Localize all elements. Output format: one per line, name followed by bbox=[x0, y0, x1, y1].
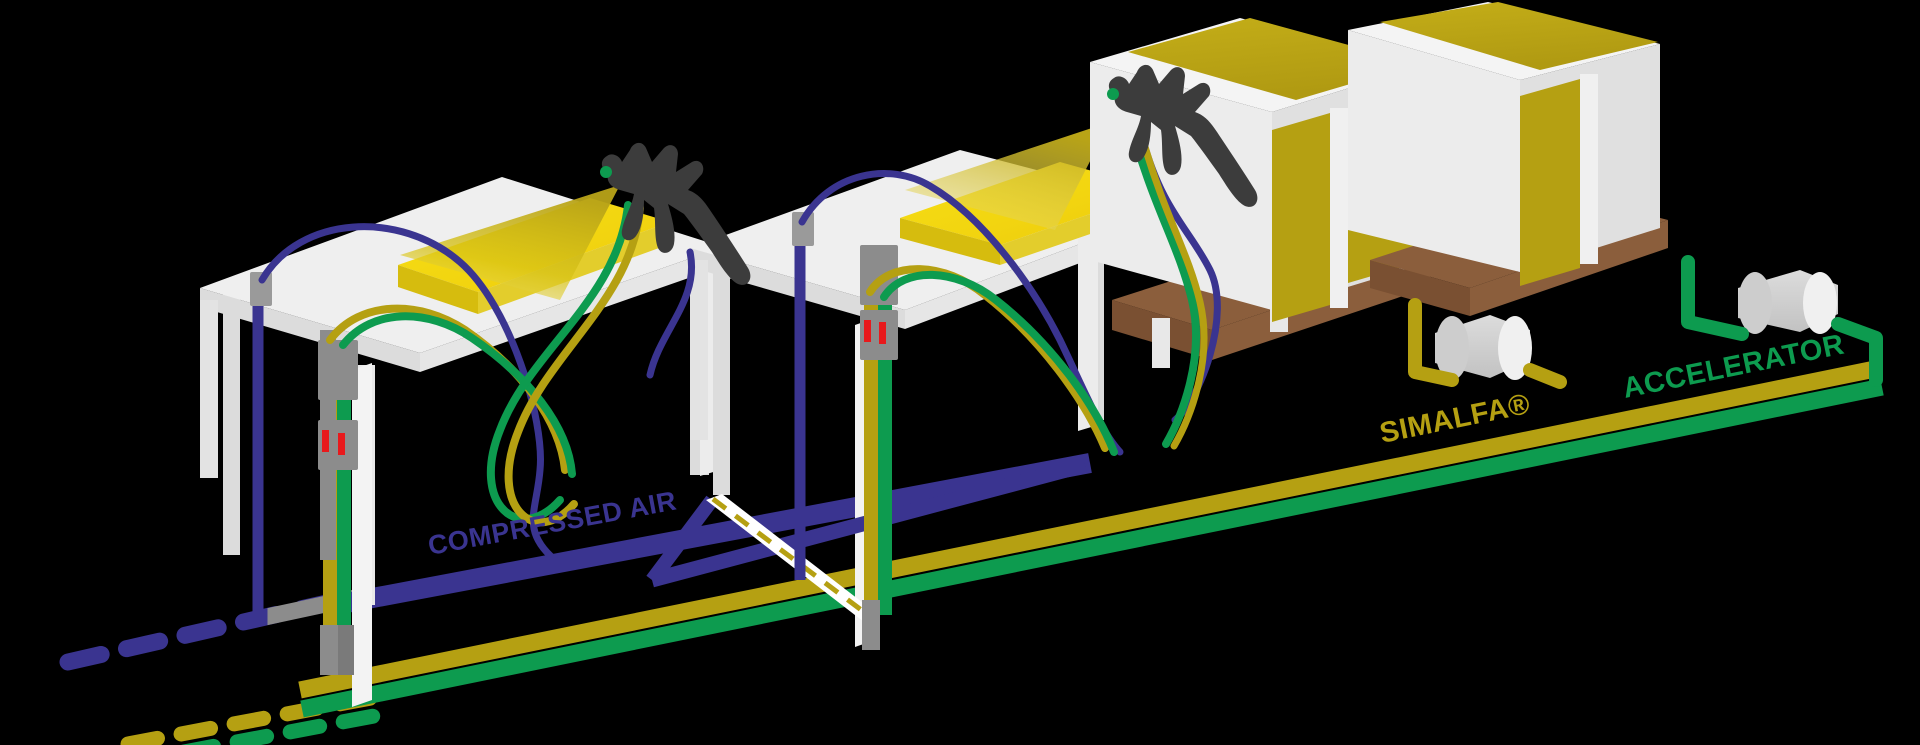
station-1-spray-fan bbox=[400, 185, 620, 300]
control2-simalfa-riser bbox=[864, 295, 878, 615]
station-2-hoses bbox=[798, 136, 1221, 456]
table1-leg-mid bbox=[200, 300, 218, 478]
control2-led-left bbox=[864, 320, 871, 342]
control1-led-right bbox=[338, 433, 345, 455]
control2-accelerator-riser bbox=[878, 295, 892, 615]
tote-2-container bbox=[1348, 2, 1660, 286]
simalfa-drum-pump bbox=[1408, 298, 1567, 389]
air-valve-2 bbox=[792, 212, 814, 246]
station-1-control-column bbox=[318, 330, 358, 675]
air-valve-1 bbox=[250, 272, 272, 306]
control1-accelerator-riser bbox=[337, 345, 351, 635]
table1-leg-back-left bbox=[223, 290, 240, 555]
station-1-air-riser bbox=[250, 272, 272, 625]
simalfa-trunk bbox=[298, 359, 1882, 699]
table2-leg-mid bbox=[690, 260, 708, 440]
control1-led-left bbox=[322, 430, 329, 452]
dashed-line-accelerator bbox=[180, 704, 403, 745]
station-2-spray-gun[interactable] bbox=[1107, 64, 1258, 207]
table1-leg-tall-front bbox=[352, 363, 372, 707]
station-2-air-riser bbox=[792, 212, 814, 580]
control2-led-right bbox=[879, 322, 886, 344]
table2-leg-back-left bbox=[713, 245, 730, 495]
accelerator-trunk bbox=[300, 378, 1884, 718]
transfer-ramp bbox=[706, 494, 880, 622]
station-1-hoses bbox=[258, 201, 695, 564]
accelerator-drum-pump bbox=[1681, 255, 1883, 387]
control1-box-upper bbox=[318, 340, 358, 400]
table1-top-edge-right bbox=[420, 247, 723, 372]
table2-leg-front-right bbox=[1078, 216, 1098, 431]
station-1-spray-gun[interactable] bbox=[600, 142, 751, 285]
